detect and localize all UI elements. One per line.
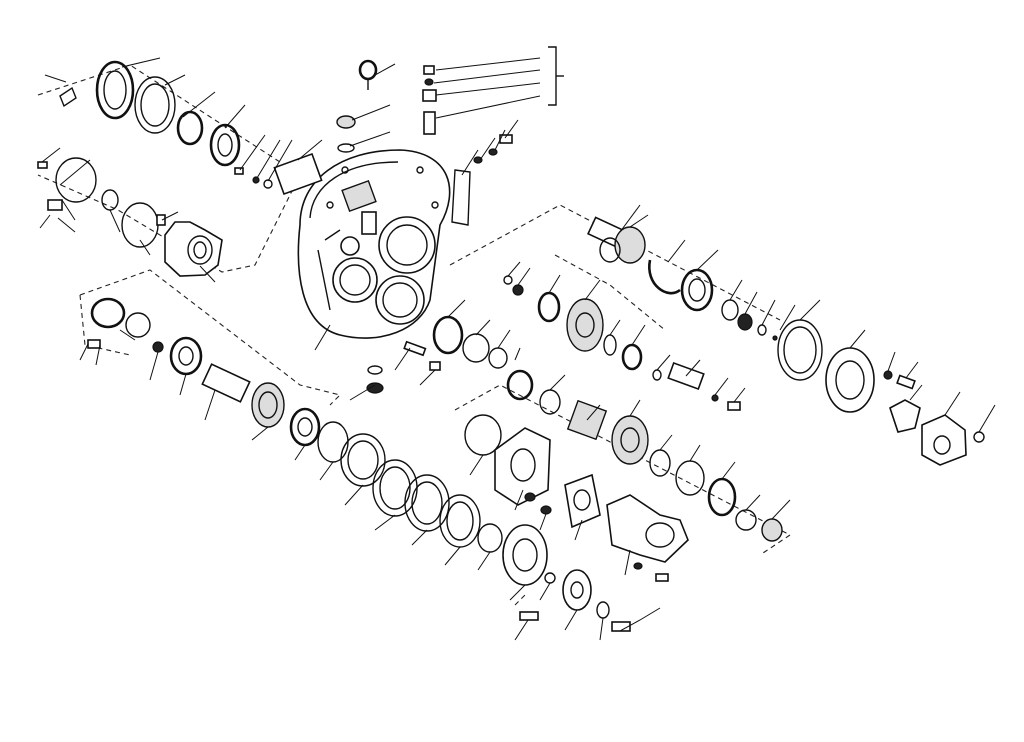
- group-outlines: [37, 64, 792, 606]
- top-fittings: [336, 59, 437, 153]
- left-lower-parts: [87, 297, 631, 632]
- leader-lines: [39, 57, 996, 641]
- center-lower-parts: [366, 315, 783, 542]
- upper-right-parts: [451, 134, 985, 466]
- middle-right-parts: [503, 275, 741, 411]
- main-housing: [297, 149, 451, 339]
- callout-bracket: [548, 46, 564, 106]
- center-middle-parts: [464, 414, 689, 582]
- left-upper-parts: [37, 60, 323, 277]
